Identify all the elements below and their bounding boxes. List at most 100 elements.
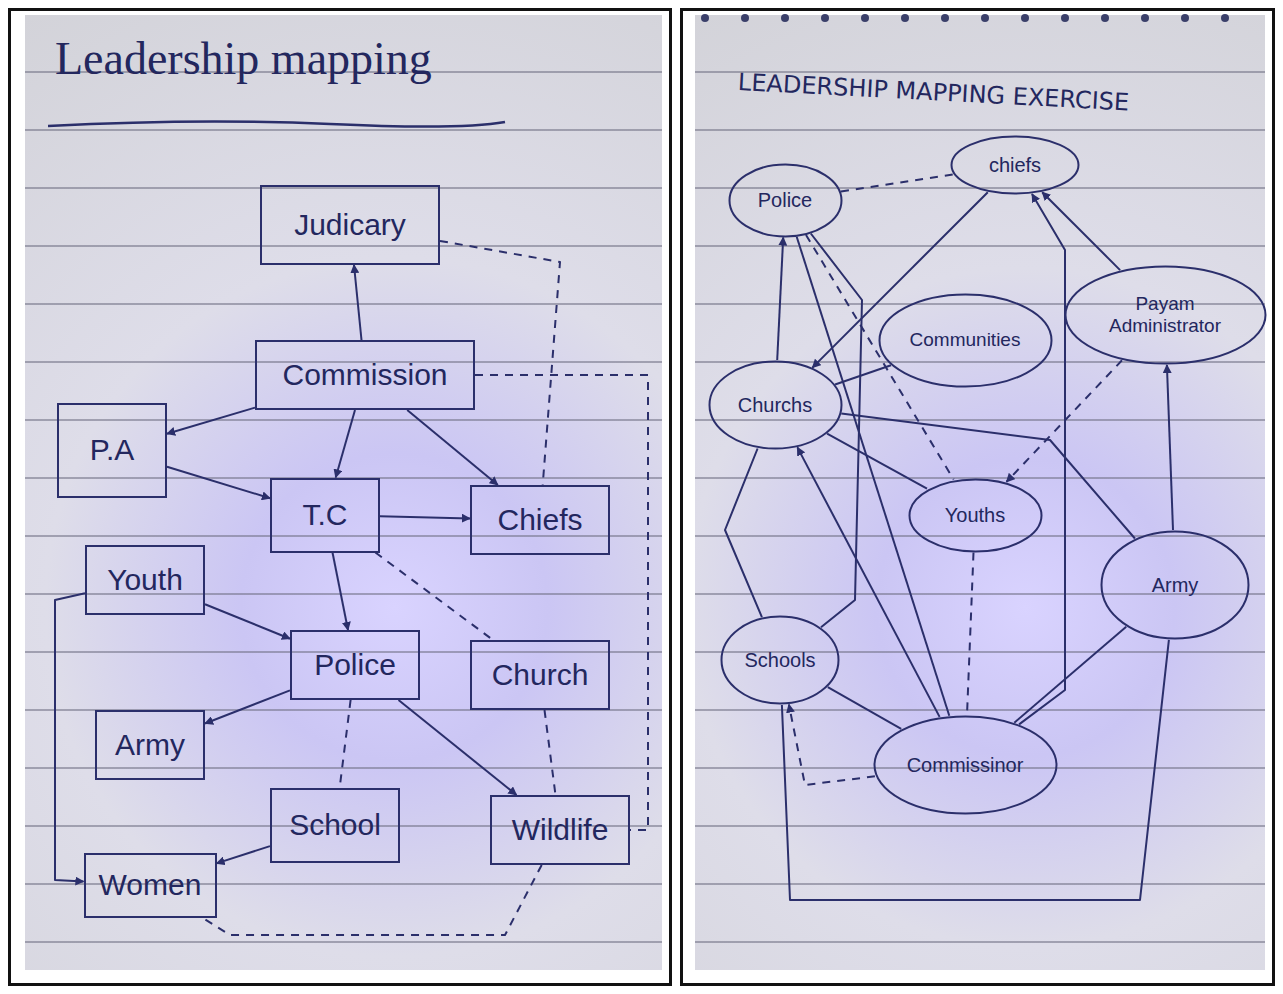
box-node: Church (470, 640, 610, 710)
node-label: Churchs (738, 394, 812, 417)
connector (407, 410, 498, 485)
diagram-title: Leadership mapping (55, 32, 432, 85)
connector (777, 238, 783, 361)
node-label: Judicary (294, 208, 406, 243)
node-label: P.A (90, 433, 135, 468)
node-text-group: Payam Administrator (1100, 293, 1230, 337)
ellipse-node: Police (728, 163, 843, 238)
connector (827, 434, 927, 489)
connector (440, 241, 560, 485)
node-text-group: T.C (303, 498, 348, 533)
ellipse-node: Army (1100, 530, 1250, 640)
connector (1167, 365, 1173, 530)
node-text-group: Police (314, 648, 396, 683)
connector (545, 710, 556, 795)
node-label: Church (492, 658, 589, 693)
connector (167, 467, 270, 498)
connector (399, 700, 517, 795)
ellipse-node: Churchs (708, 360, 843, 450)
node-label: Payam Administrator (1100, 293, 1230, 337)
connector (789, 705, 875, 786)
node-text-group: Police (758, 189, 812, 212)
connector (475, 375, 648, 830)
box-node: Women (84, 853, 217, 918)
connector (340, 700, 351, 788)
box-node: Wildlife (490, 795, 630, 865)
node-text-group: Army (115, 728, 185, 763)
box-node: School (270, 788, 400, 863)
node-text-group: Churchs (738, 394, 812, 417)
node-text-group: P.A (90, 433, 135, 468)
box-node: Commission (255, 340, 475, 410)
node-label: Police (314, 648, 396, 683)
node-label: Youths (945, 504, 1005, 527)
node-text-group: Commission (282, 358, 447, 393)
box-node: Judicary (260, 185, 440, 265)
ellipse-node: Communities (878, 293, 1053, 388)
box-node: Army (95, 710, 205, 780)
connector (380, 516, 470, 518)
connector (354, 265, 362, 340)
node-text-group: Communities (910, 329, 1021, 351)
node-label: Commission (282, 358, 447, 393)
node-text-group: Church (492, 658, 589, 693)
node-label: chiefs (989, 154, 1041, 177)
node-label: Army (115, 728, 185, 763)
connector (806, 235, 954, 480)
connector (1014, 627, 1126, 723)
connector (205, 690, 290, 723)
connector (333, 553, 349, 631)
connector (1019, 194, 1065, 724)
connector (828, 687, 901, 729)
connector (811, 234, 862, 628)
node-text-group: Army (1152, 574, 1199, 597)
node-text-group: chiefs (989, 154, 1041, 177)
node-label: Commissinor (907, 754, 1024, 777)
connector (797, 237, 950, 716)
node-label: Women (99, 868, 202, 903)
node-label: Wildlife (512, 813, 609, 848)
ellipse-node: Commissinor (873, 715, 1058, 815)
box-node: Youth (85, 545, 205, 615)
ellipse-node: chiefs (950, 135, 1080, 195)
node-label: Communities (910, 329, 1021, 351)
node-text-group: Wildlife (512, 813, 609, 848)
node-text-group: School (289, 808, 381, 843)
node-text-group: Youths (945, 504, 1005, 527)
node-label: Youth (107, 563, 183, 598)
node-text-group: Youth (107, 563, 183, 598)
connector (375, 553, 493, 641)
node-label: Police (758, 189, 812, 212)
box-node: Chiefs (470, 485, 610, 555)
connector (336, 410, 355, 478)
node-text-group: Commissinor (907, 754, 1024, 777)
connector (167, 408, 255, 434)
connector (782, 640, 1169, 900)
node-text-group: Schools (744, 649, 815, 672)
box-node: Police (290, 630, 420, 700)
connector (55, 593, 85, 881)
ellipse-node: Payam Administrator (1064, 265, 1267, 365)
node-label: Chiefs (497, 503, 582, 538)
box-node: P.A (57, 403, 167, 498)
notebook-page (695, 15, 1265, 970)
connector (841, 413, 1135, 538)
connector (217, 846, 271, 863)
node-label: T.C (303, 498, 348, 533)
connector (841, 174, 953, 191)
box-node: T.C (270, 478, 380, 553)
node-text-group: Chiefs (497, 503, 582, 538)
node-label: Schools (744, 649, 815, 672)
connector (725, 449, 762, 618)
connector (967, 553, 974, 716)
node-label: Army (1152, 574, 1199, 597)
ellipse-node: Schools (720, 615, 840, 705)
connector (205, 604, 290, 638)
node-text-group: Judicary (294, 208, 406, 243)
ellipse-node: Youths (908, 478, 1043, 553)
connector (797, 447, 939, 717)
node-text-group: Women (99, 868, 202, 903)
connector (202, 865, 542, 935)
